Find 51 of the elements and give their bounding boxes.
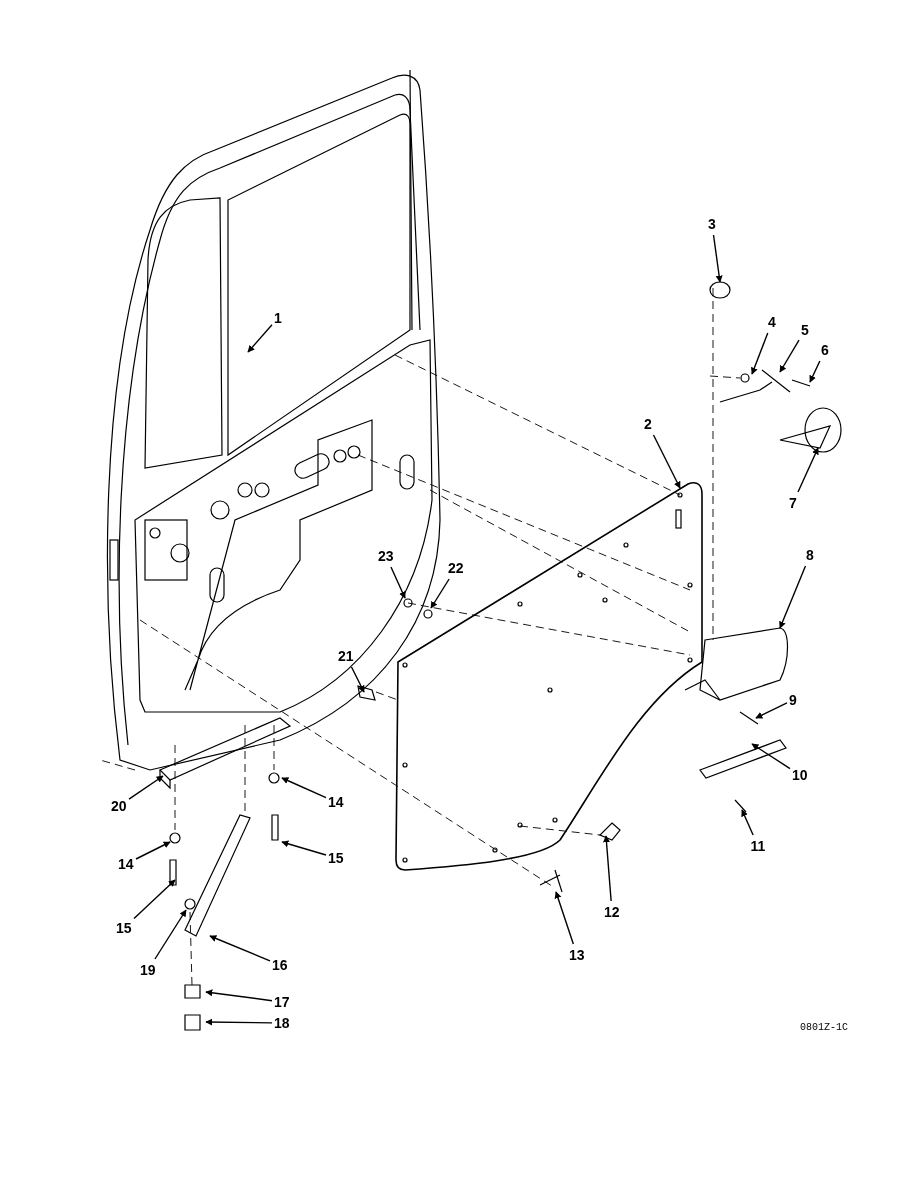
callout-number: 4 bbox=[768, 313, 776, 331]
callout-number: 17 bbox=[274, 993, 290, 1011]
leader-arrow bbox=[809, 360, 821, 383]
figure-code: 0801Z-1C bbox=[800, 1022, 848, 1033]
callout-number: 11 bbox=[750, 837, 766, 855]
callout-number: 18 bbox=[274, 1014, 290, 1032]
callout-number: 6 bbox=[821, 341, 829, 359]
leader-arrow bbox=[652, 434, 681, 489]
leader-arrow bbox=[779, 565, 807, 629]
callout-number: 22 bbox=[448, 559, 464, 577]
callout-number: 12 bbox=[604, 903, 620, 921]
callout-number: 1 bbox=[274, 309, 282, 327]
callout-number: 15 bbox=[116, 919, 132, 937]
leader-arrow bbox=[281, 777, 327, 799]
callout-number: 14 bbox=[118, 855, 134, 873]
leader-arrow bbox=[205, 989, 273, 1002]
callout-number: 2 bbox=[644, 415, 652, 433]
callout-number: 5 bbox=[801, 321, 809, 339]
leader-arrow bbox=[741, 809, 754, 836]
callout-number: 14 bbox=[328, 793, 344, 811]
leader-arrow bbox=[797, 447, 819, 493]
leader-arrow bbox=[755, 702, 788, 719]
leader-arrow bbox=[390, 566, 406, 599]
callout-number: 13 bbox=[569, 946, 585, 964]
leader-arrow bbox=[603, 835, 612, 902]
callout-number: 21 bbox=[338, 647, 354, 665]
callout-number: 3 bbox=[708, 215, 716, 233]
callout-number: 23 bbox=[378, 547, 394, 565]
leader-arrow bbox=[430, 578, 450, 609]
leader-arrow bbox=[128, 775, 164, 800]
callout-number: 16 bbox=[272, 956, 288, 974]
callout-number: 10 bbox=[792, 766, 808, 784]
leader-arrow bbox=[712, 234, 723, 283]
callout-number: 8 bbox=[806, 546, 814, 564]
leader-arrow bbox=[751, 332, 769, 375]
leader-arrow bbox=[205, 1018, 273, 1026]
leader-arrow bbox=[135, 841, 171, 860]
leader-arrow bbox=[209, 935, 271, 962]
leader-arrow bbox=[751, 743, 791, 770]
callout-number: 9 bbox=[789, 691, 797, 709]
callout-number: 15 bbox=[328, 849, 344, 867]
callout-number: 20 bbox=[111, 797, 127, 815]
callout-number: 19 bbox=[140, 961, 156, 979]
leader-arrow bbox=[554, 891, 575, 945]
leader-arrow bbox=[281, 840, 327, 856]
callout-number: 7 bbox=[789, 494, 797, 512]
leader-arrow bbox=[350, 666, 365, 693]
leader-arrow bbox=[779, 339, 800, 373]
leader-arrow bbox=[133, 879, 176, 920]
leader-arrow bbox=[154, 909, 187, 960]
leader-arrow bbox=[247, 324, 273, 353]
